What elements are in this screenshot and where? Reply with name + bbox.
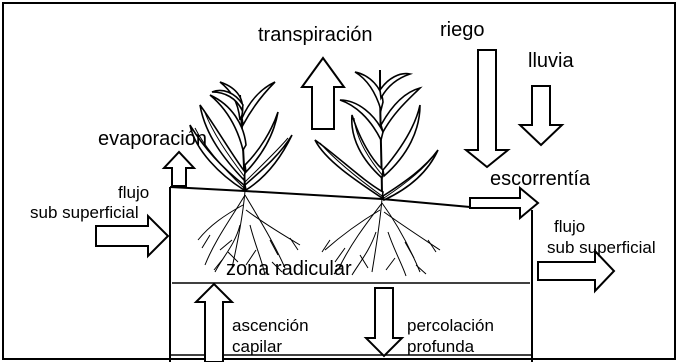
runoff-label: escorrentía [490,168,591,190]
plant-left [189,81,293,192]
subsurface-inflow-arrow [95,213,170,259]
capillary-rise-label-line1: ascención [232,316,309,335]
deep-percolation-label-line2: profunda [407,337,475,356]
irrigation-label: riego [440,19,485,41]
rain-arrow [517,85,565,147]
transpiration-label: transpiración [258,24,373,46]
plant-right [314,69,439,202]
subsurface-outflow-label-line1: flujo [554,217,586,236]
evaporation-label: evaporación [98,128,207,150]
evaporation-arrow [161,150,197,187]
subsurface-inflow-label-line1: flujo [118,183,150,202]
roots-plant-right [321,198,441,277]
root-zone-label: zona radicular [226,258,352,280]
capillary-rise-label-line2: capilar [232,337,283,356]
subsurface-inflow-label-line2: sub superficial [30,203,139,222]
irrigation-arrow [463,49,511,169]
deep-percolation-label-line1: percolación [407,316,494,335]
capillary-rise-arrow [193,282,235,362]
deep-percolation-arrow [363,287,405,358]
subsurface-outflow-arrow [537,248,616,294]
rain-label: lluvia [528,50,574,72]
runoff-arrow [469,185,540,221]
subsurface-outflow-label-line2: sub superficial [547,238,656,257]
soil-surface-line [169,186,471,208]
transpiration-arrow [300,56,346,130]
roots-plant-left [197,190,301,276]
